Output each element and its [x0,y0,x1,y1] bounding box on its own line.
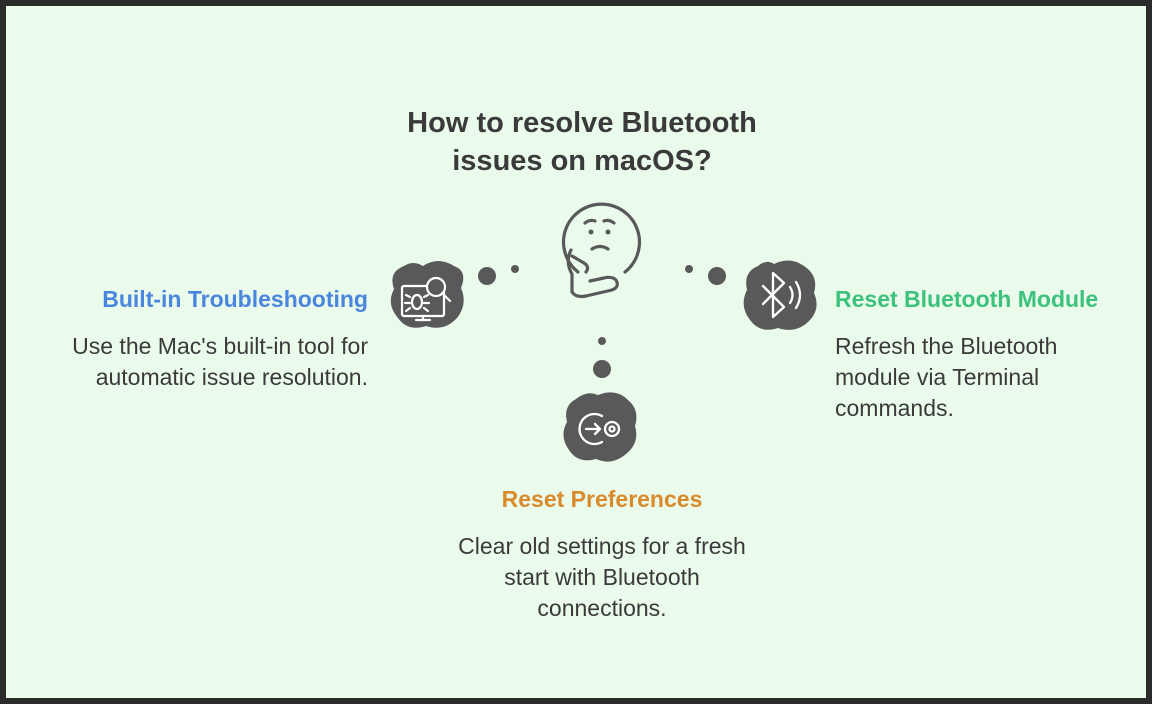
bug-search-monitor-icon [390,261,464,328]
desc-line: commands. [835,395,954,421]
title-line-2: issues on macOS? [452,145,712,177]
option-heading-reset-preferences: Reset Preferences [501,486,703,512]
diagram-canvas: How to resolve Bluetooth issues on macOS… [6,6,1146,698]
desc-line: Use the Mac's built-in tool for [72,333,368,359]
option-heading-troubleshooting: Built-in Troubleshooting [102,286,368,312]
dot-left-small [511,265,519,273]
desc-line: connections. [537,595,667,621]
reset-arrow-target-icon [563,392,637,462]
diagram-title: How to resolve Bluetooth issues on macOS… [382,104,782,180]
diagram-graphics [390,202,817,462]
dot-bottom-small [598,337,606,345]
connector-dots [478,265,726,378]
dot-bottom-large [593,360,611,378]
thinking-face-icon [561,202,642,299]
desc-line: start with Bluetooth [504,564,700,590]
dot-right-large [708,267,726,285]
dot-right-small [685,265,693,273]
dot-left-large [478,267,496,285]
desc-line: module via Terminal [835,364,1040,390]
desc-line: Refresh the Bluetooth [835,333,1058,359]
option-desc-reset-module: Refresh the Bluetooth module via Termina… [835,331,1057,424]
option-desc-reset-preferences: Clear old settings for a fresh start wit… [402,531,802,624]
title-line-1: How to resolve Bluetooth [407,107,757,139]
option-heading-reset-module: Reset Bluetooth Module [835,286,1099,312]
desc-line: Clear old settings for a fresh [458,533,746,559]
bluetooth-icon [743,260,817,330]
option-desc-troubleshooting: Use the Mac's built-in tool for automati… [72,331,368,393]
desc-line: automatic issue resolution. [95,364,368,390]
